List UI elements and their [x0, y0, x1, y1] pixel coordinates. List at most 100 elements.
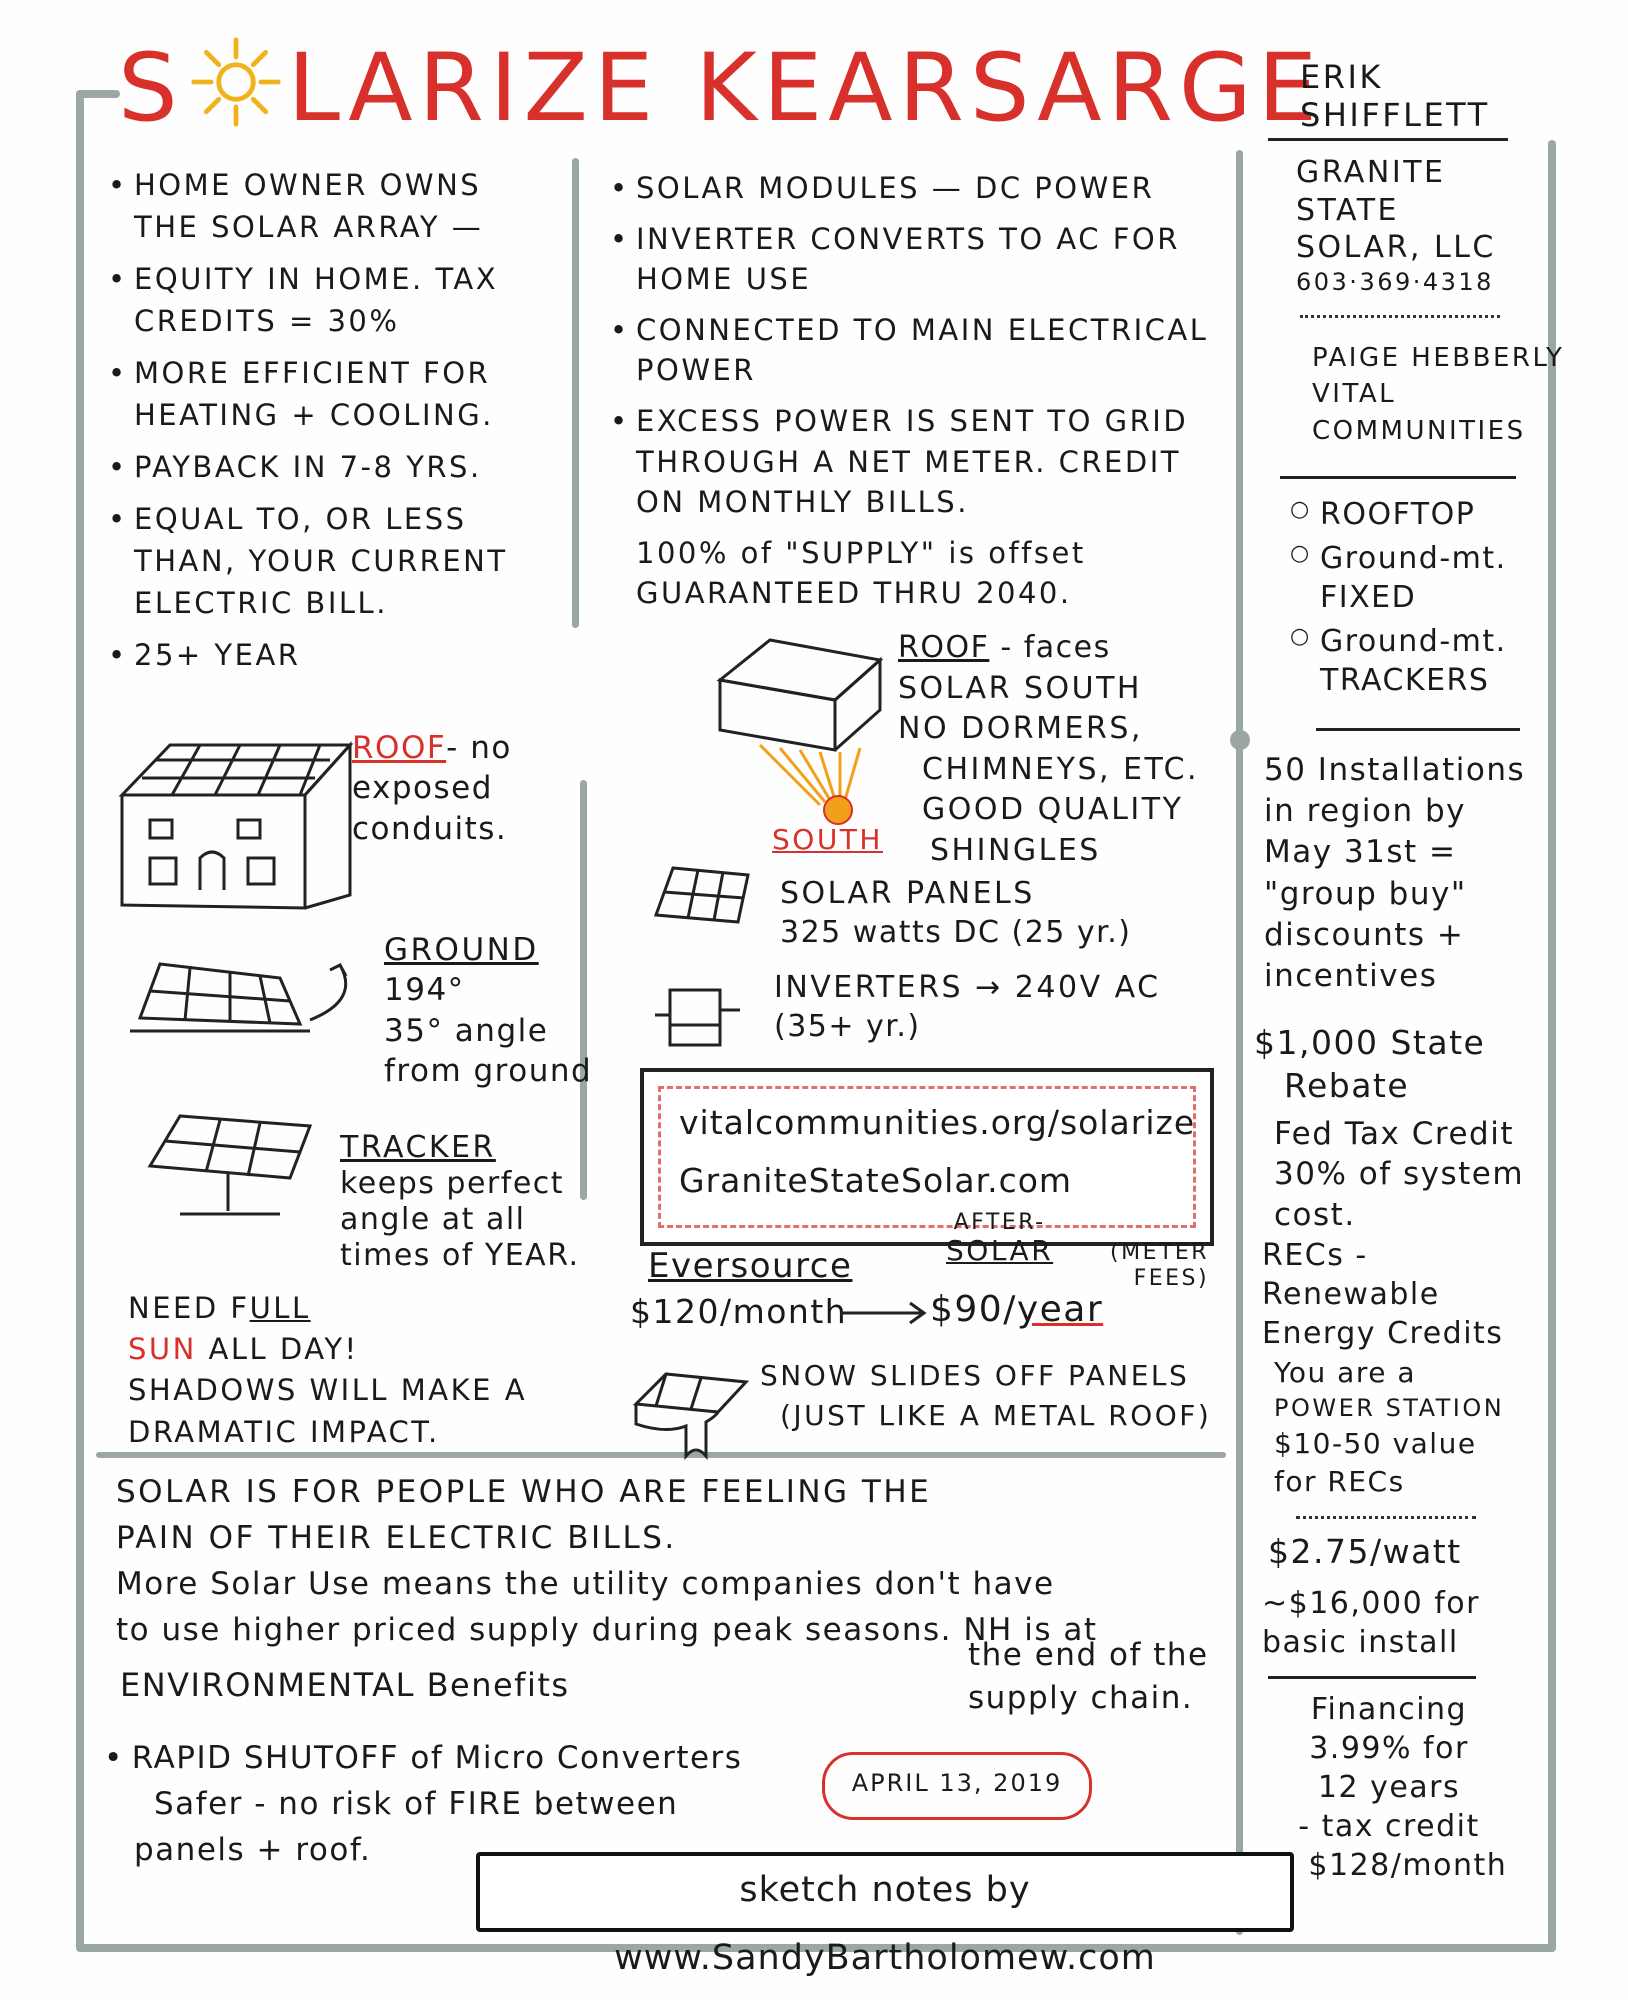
company-line-3: SOLAR, LLC — [1296, 230, 1496, 265]
speaker-erik-last: SHIFFLETT — [1300, 96, 1490, 135]
power-line-3: $10-50 value — [1274, 1426, 1477, 1460]
power-line-2: POWER STATION — [1274, 1394, 1505, 1423]
ground-note: GROUND 194° 35° angle from ground — [384, 930, 592, 1091]
shadows-text: SHADOWS WILL MAKE A DRAMATIC IMPACT. — [128, 1373, 528, 1449]
shutoff-text-1: RAPID SHUTOFF of Micro Converters — [131, 1740, 743, 1776]
column-divider-right — [1236, 150, 1243, 1935]
supply-line-2: supply chain. — [968, 1680, 1194, 1717]
column-divider-left-top — [572, 158, 579, 628]
bottom-line-2: PAIN OF THEIR ELECTRIC BILLS. — [116, 1519, 677, 1556]
mount-ground-trackers: Ground-mt. TRACKERS — [1290, 623, 1520, 700]
snow-note: SNOW SLIDES OFF PANELS (JUST LIKE A META… — [760, 1356, 1211, 1436]
sketch-credit[interactable]: sketch notes by www.SandyBartholomew.com — [476, 1852, 1294, 1978]
mount-ground-fixed: Ground-mt. FIXED — [1290, 540, 1510, 617]
paige-name: PAIGE HEBBERLY — [1312, 343, 1565, 373]
financing-1: Financing — [1310, 1692, 1468, 1727]
installs-line-3: May 31st = — [1264, 834, 1457, 871]
ground-angle: 35° angle — [384, 1012, 549, 1049]
cost-before: $120/month — [630, 1292, 848, 1331]
tracker-sketch — [147, 1114, 313, 1216]
dotted-divider-1 — [1300, 315, 1500, 318]
arrow-right-icon — [840, 1301, 927, 1325]
bullet-payback: PAYBACK IN 7-8 YRS. — [108, 446, 558, 488]
url-box: vitalcommunities.org/solarize GraniteSta… — [640, 1068, 1214, 1246]
full-sun-line: NEED FULL — [128, 1288, 598, 1329]
page-title: S LARIZE KEARSARGE — [118, 34, 1323, 136]
install-cost-2: basic install — [1262, 1625, 1459, 1660]
panels-note: SOLAR PANELS 325 watts DC (25 yr.) — [780, 874, 1131, 952]
snow-line-2: (JUST LIKE A METAL ROOF) — [780, 1398, 1212, 1432]
roof-note-label: ROOF — [352, 730, 447, 766]
guaranteed-line: GUARANTEED thru 2040. — [636, 576, 1072, 611]
supply-chain-note: the end of the supply chain. — [968, 1634, 1209, 1721]
sun-word: SUN — [128, 1332, 197, 1367]
roof-south-sketch — [716, 638, 884, 825]
bullet-net-meter: EXCESS POWER IS SENT TO GRID Through a N… — [610, 401, 1220, 523]
url-granite[interactable]: GraniteStateSolar.com — [679, 1160, 1073, 1200]
bullet-inverter-ac: INVERTER CONVERTS TO AC FOR HOME USE — [610, 219, 1220, 300]
ground-mount-sketch — [130, 962, 310, 1033]
cost-after-amount: $90/ — [930, 1289, 1017, 1330]
installs-line-4: "group buy" — [1264, 875, 1467, 912]
recs-line-1: RECs - — [1262, 1238, 1368, 1273]
paige-divider — [1280, 476, 1516, 479]
ground-angle-deg: 194° — [384, 972, 465, 1009]
tracker-line-3: times of YEAR. — [340, 1238, 580, 1273]
sun-line: SUN ALL DAY! — [128, 1329, 598, 1370]
recs-line-2: Renewable — [1262, 1277, 1440, 1312]
bottom-line-4: to use higher priced supply during peak … — [116, 1611, 1098, 1648]
environmental-benefits: ENVIRONMENTAL Benefits — [120, 1666, 570, 1704]
tracker-line-2: angle at all — [340, 1202, 526, 1237]
power-line-1: You are a — [1274, 1356, 1417, 1389]
roof-req-quality: GOOD QUALITY — [922, 792, 1184, 827]
paige-org-1: VITAL — [1312, 379, 1397, 410]
shutoff-note: •RAPID SHUTOFF of Micro Converters Safer… — [104, 1736, 742, 1874]
supply-line-1: the end of the — [968, 1637, 1209, 1673]
ground-from: from ground — [384, 1052, 593, 1089]
installs-line-6: incentives — [1264, 958, 1438, 995]
roof-req-title-line: ROOF - faces — [898, 628, 1199, 669]
company-granite: GRANITE STATE SOLAR, LLC 603·369·4318 — [1296, 154, 1496, 297]
install-cost-1: ~$16,000 for — [1262, 1586, 1480, 1621]
snow-line-1: SNOW SLIDES OFF PANELS — [760, 1359, 1190, 1392]
url-vital[interactable]: vitalcommunities.org/solarize — [679, 1103, 1196, 1142]
house-sketch — [118, 741, 354, 910]
company-phone: 603·369·4318 — [1296, 267, 1494, 296]
cost-after-unit: year — [1016, 1289, 1104, 1330]
rebate-line-1: $1,000 State — [1254, 1023, 1486, 1062]
per-watt: $2.75/watt — [1268, 1532, 1462, 1571]
snow-roof-sketch — [632, 1372, 750, 1461]
speaker-divider — [1268, 138, 1508, 141]
title-rest: LARIZE KEARSARGE — [287, 34, 1324, 143]
recs-line-3: Energy Credits — [1262, 1316, 1504, 1351]
installs-line-5: discounts + — [1264, 916, 1465, 953]
left-bullets: HOME OWNER OWNS THE SOLAR ARRAY — EQUITY… — [108, 164, 558, 687]
panels-spec: 325 watts DC (25 yr.) — [780, 915, 1132, 950]
roof-req-south: SOLAR SOUTH — [898, 670, 1142, 706]
after-text: AFTER- — [953, 1210, 1046, 1235]
bottom-line-1: SOLAR IS FOR PEOPLE WHO ARE FEELING THE — [116, 1474, 932, 1510]
dotted-divider-2 — [1296, 1516, 1476, 1519]
frame-bottom — [76, 1944, 1556, 1952]
after-solar-label: AFTER- SOLAR — [946, 1210, 1053, 1267]
bullet-connected: CONNECTED TO MAIN ELECTRICAL POWER — [610, 310, 1220, 391]
roof-req-title: ROOF — [898, 630, 990, 665]
financing-2: 3.99% for — [1309, 1731, 1469, 1766]
rebate-line-2: Rebate — [1284, 1065, 1410, 1105]
shutoff-line-2: Safer - no risk of FIRE between — [154, 1785, 679, 1822]
frame-right — [1548, 140, 1556, 1952]
bullet-modules-dc: SOLAR MODULES — DC POWER — [610, 168, 1220, 209]
company-line-1: GRANITE — [1296, 155, 1446, 190]
panels-title: SOLAR PANELS — [780, 876, 1035, 911]
meter-fees-label: (METER FEES) — [1110, 1240, 1209, 1293]
bullet-25-year: 25+ YEAR — [108, 634, 558, 676]
fees-text: FEES) — [1133, 1266, 1210, 1292]
speaker-paige: PAIGE HEBBERLY VITAL COMMUNITIES — [1312, 340, 1564, 449]
mount-types: ROOFTOP Ground-mt. FIXED Ground-mt. TRAC… — [1290, 496, 1520, 706]
frame-top-left — [76, 90, 120, 98]
column-divider-left-bottom — [580, 780, 587, 1200]
eversource-label: Eversource — [648, 1246, 853, 1286]
company-line-2: STATE — [1296, 192, 1400, 228]
bullet-efficient: MORE EFFICIENT FOR HEATING + COOLING. — [108, 352, 558, 436]
fed-credit-note: Fed Tax Credit 30% of system cost. — [1274, 1114, 1524, 1235]
